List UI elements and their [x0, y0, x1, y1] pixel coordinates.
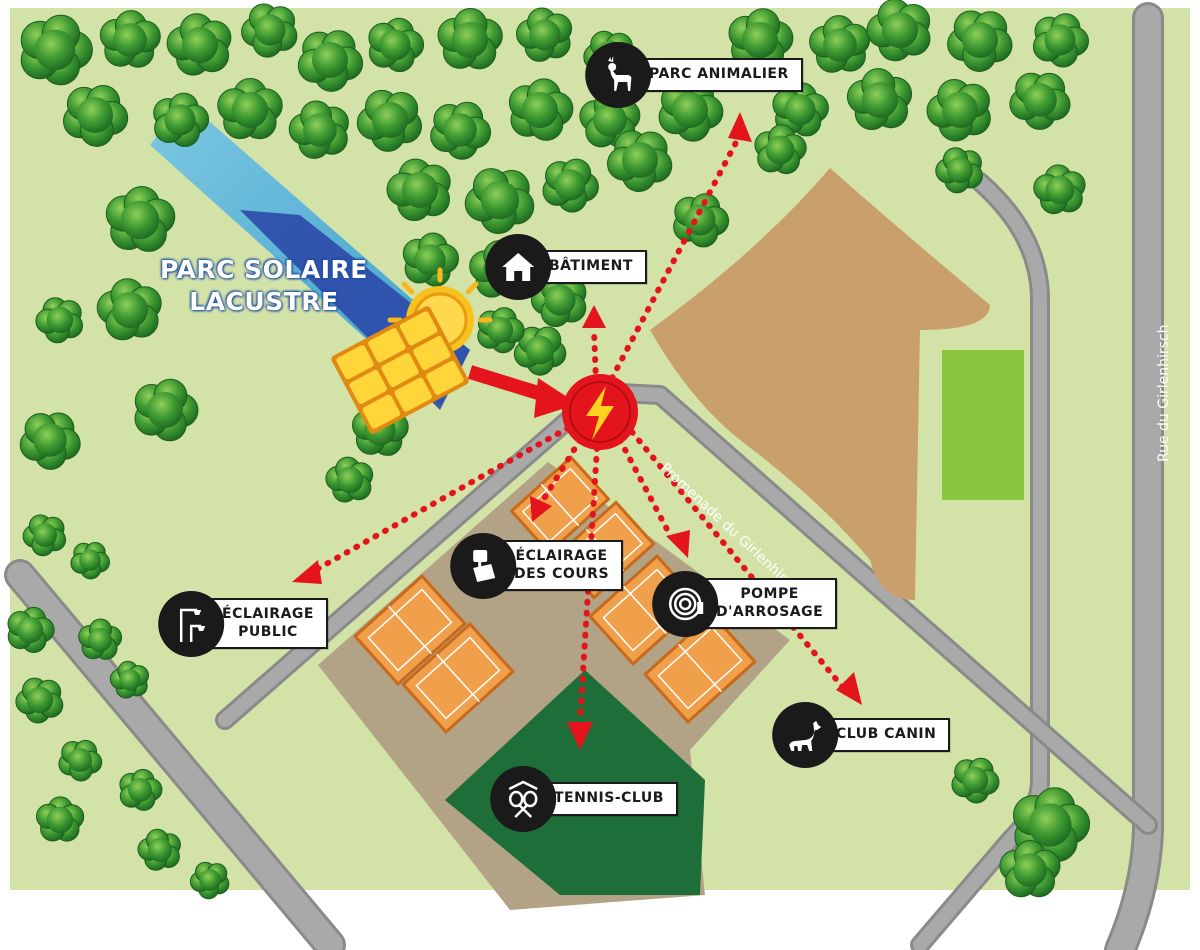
solar-park-label: PARC SOLAIRE LACUSTRE — [160, 254, 368, 318]
tree — [379, 29, 411, 61]
arrow-to-eclairage-cours — [537, 437, 583, 508]
tree — [88, 628, 112, 652]
lightning-icon — [586, 386, 614, 440]
tree — [765, 135, 795, 165]
tree — [128, 778, 152, 802]
label-batiment: BÂTIMENT — [485, 233, 647, 300]
tree — [452, 22, 488, 58]
tree — [164, 104, 196, 136]
tree — [784, 94, 816, 126]
tree — [684, 204, 716, 236]
label-eclairage-cours: ÉCLAIRAGE DES COURS — [450, 532, 624, 599]
tree — [79, 549, 101, 571]
tree — [312, 42, 348, 78]
tree — [443, 113, 477, 147]
tree — [529, 19, 561, 51]
arrow-heads — [292, 112, 862, 750]
arrow-to-tennis-club — [577, 445, 600, 723]
tree — [33, 523, 57, 547]
tree — [962, 22, 998, 58]
tree — [942, 92, 978, 128]
label-eclairage-public: ÉCLAIRAGE PUBLIC — [158, 590, 328, 657]
arrow-to-batiment — [591, 327, 599, 385]
tree — [33, 423, 67, 457]
solar-park-line1: PARC SOLAIRE — [160, 255, 368, 284]
tree — [882, 12, 918, 48]
tree — [46, 306, 74, 334]
tree — [525, 335, 555, 365]
tree — [372, 102, 408, 138]
solar-panel-icon — [331, 267, 493, 434]
label-tennis-club: TENNIS-CLUB — [490, 765, 678, 832]
tree — [182, 27, 218, 63]
green-field — [942, 350, 1024, 500]
tree — [232, 92, 268, 128]
tree — [34, 29, 76, 71]
tree — [148, 838, 172, 862]
house-icon — [485, 233, 552, 300]
tree — [336, 466, 364, 494]
tree — [1013, 853, 1047, 887]
arrow-to-pompe — [617, 437, 673, 538]
tree — [1028, 803, 1072, 847]
streetlamp-icon — [158, 590, 225, 657]
solar-feed-arrow — [467, 365, 578, 418]
dog-icon — [772, 701, 839, 768]
tree — [46, 806, 74, 834]
tree — [544, 284, 576, 316]
tree — [303, 113, 337, 147]
power-hub — [562, 374, 638, 450]
tree — [119, 669, 141, 691]
tree — [1044, 24, 1076, 56]
tree — [16, 616, 44, 644]
tree — [402, 172, 438, 208]
arrow-to-club-canin — [629, 429, 848, 693]
tennis-rackets-icon — [490, 765, 557, 832]
tree — [1045, 175, 1075, 205]
label-parc-animalier: PARC ANIMALIER — [585, 41, 803, 108]
label-club-canin: CLUB CANIN — [772, 701, 951, 768]
tree — [1023, 83, 1057, 117]
tree — [120, 200, 160, 240]
tree — [414, 244, 446, 276]
deer-icon — [585, 41, 652, 108]
tree — [113, 23, 147, 57]
tree — [522, 92, 558, 128]
label-pompe-arrosage: POMPE D'ARROSAGE — [652, 570, 838, 637]
tree — [672, 92, 708, 128]
floodlight-icon — [450, 532, 517, 599]
tree — [77, 97, 113, 133]
arrow-to-eclairage-public — [309, 425, 571, 575]
tree — [593, 103, 627, 137]
tree — [554, 169, 586, 201]
tree — [486, 316, 514, 344]
tree — [862, 82, 898, 118]
tree — [480, 180, 520, 220]
distribution-arrows — [309, 132, 848, 723]
hose-icon — [652, 570, 719, 637]
field — [650, 168, 990, 600]
tree — [742, 22, 778, 58]
tree — [26, 686, 54, 714]
arrow-to-parc-animalier — [609, 132, 743, 381]
tree — [946, 156, 974, 184]
tree — [961, 766, 989, 794]
tree — [68, 748, 92, 772]
tree — [622, 142, 658, 178]
tree — [147, 392, 183, 428]
tree — [823, 28, 857, 62]
solar-park-line2: LACUSTRE — [189, 287, 339, 316]
street-label-rue: Rue du Girlenhirsch — [1156, 324, 1172, 463]
tree — [112, 292, 148, 328]
tree — [199, 869, 221, 891]
tree — [254, 14, 286, 46]
